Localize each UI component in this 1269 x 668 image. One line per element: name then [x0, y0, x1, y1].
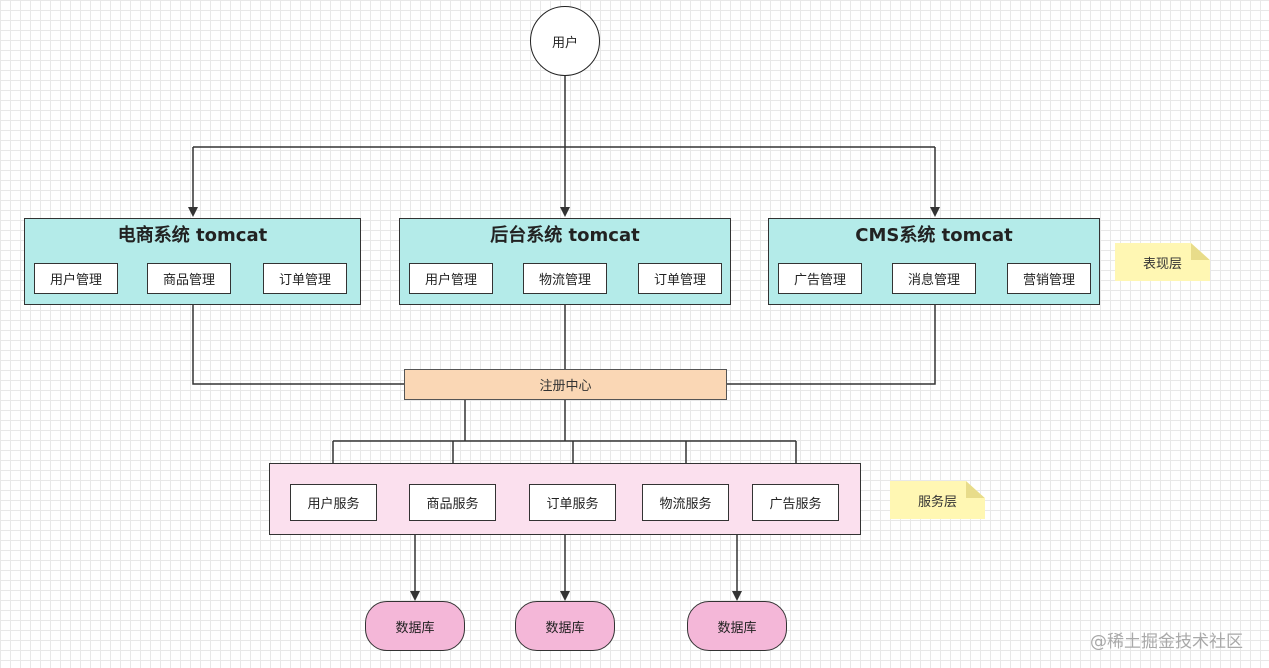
service-label: 商品服务 [426, 497, 479, 512]
module-label: 用户管理 [49, 273, 102, 288]
service-label: 订单服务 [546, 497, 599, 512]
module-box: 广告管理 [778, 263, 862, 294]
module-label: 商品管理 [162, 273, 215, 288]
note-label: 服务层 [917, 494, 957, 510]
system-backend: 后台系统 tomcat 用户管理 物流管理 订单管理 [399, 218, 731, 305]
system-title: CMS系统 tomcat [855, 225, 1013, 246]
database-node: 数据库 [687, 601, 787, 651]
module-box: 消息管理 [892, 263, 976, 294]
module-box: 物流管理 [523, 263, 607, 294]
module-label: 广告管理 [793, 273, 846, 288]
database-label: 数据库 [717, 620, 757, 636]
system-cms: CMS系统 tomcat 广告管理 消息管理 营销管理 [768, 218, 1100, 305]
registry-center: 注册中心 [404, 369, 727, 400]
system-title: 后台系统 tomcat [490, 225, 640, 246]
module-box: 订单管理 [638, 263, 722, 294]
service-box: 用户服务 [290, 484, 377, 521]
service-box: 广告服务 [752, 484, 839, 521]
service-box: 商品服务 [409, 484, 496, 521]
database-label: 数据库 [545, 620, 585, 636]
module-label: 用户管理 [424, 273, 477, 288]
module-box: 用户管理 [34, 263, 118, 294]
database-node: 数据库 [515, 601, 615, 651]
user-label: 用户 [551, 35, 578, 51]
service-box: 订单服务 [529, 484, 616, 521]
service-box: 物流服务 [642, 484, 729, 521]
service-label: 广告服务 [769, 497, 822, 512]
connector-system-1-registry [192, 305, 404, 385]
service-label: 用户服务 [307, 497, 360, 512]
module-label: 消息管理 [907, 273, 960, 288]
module-label: 物流管理 [538, 273, 591, 288]
module-label: 订单管理 [653, 273, 706, 288]
database-node: 数据库 [365, 601, 465, 651]
database-label: 数据库 [395, 620, 435, 636]
module-box: 商品管理 [147, 263, 231, 294]
service-label: 物流服务 [659, 497, 712, 512]
module-box: 用户管理 [409, 263, 493, 294]
note-label: 表现层 [1142, 256, 1182, 272]
module-label: 订单管理 [278, 273, 331, 288]
user-node: 用户 [530, 6, 600, 76]
presentation-layer-note: 表现层 [1115, 243, 1210, 281]
system-ecommerce: 电商系统 tomcat 用户管理 商品管理 订单管理 [24, 218, 361, 305]
system-title: 电商系统 tomcat [117, 225, 268, 246]
registry-label: 注册中心 [539, 379, 592, 394]
service-layer-note: 服务层 [890, 481, 985, 519]
connector-system-3-registry [726, 305, 936, 385]
watermark-text: @稀土掘金技术社区 [1090, 632, 1243, 652]
module-box: 营销管理 [1007, 263, 1091, 294]
module-label: 营销管理 [1022, 273, 1075, 288]
module-box: 订单管理 [263, 263, 347, 294]
